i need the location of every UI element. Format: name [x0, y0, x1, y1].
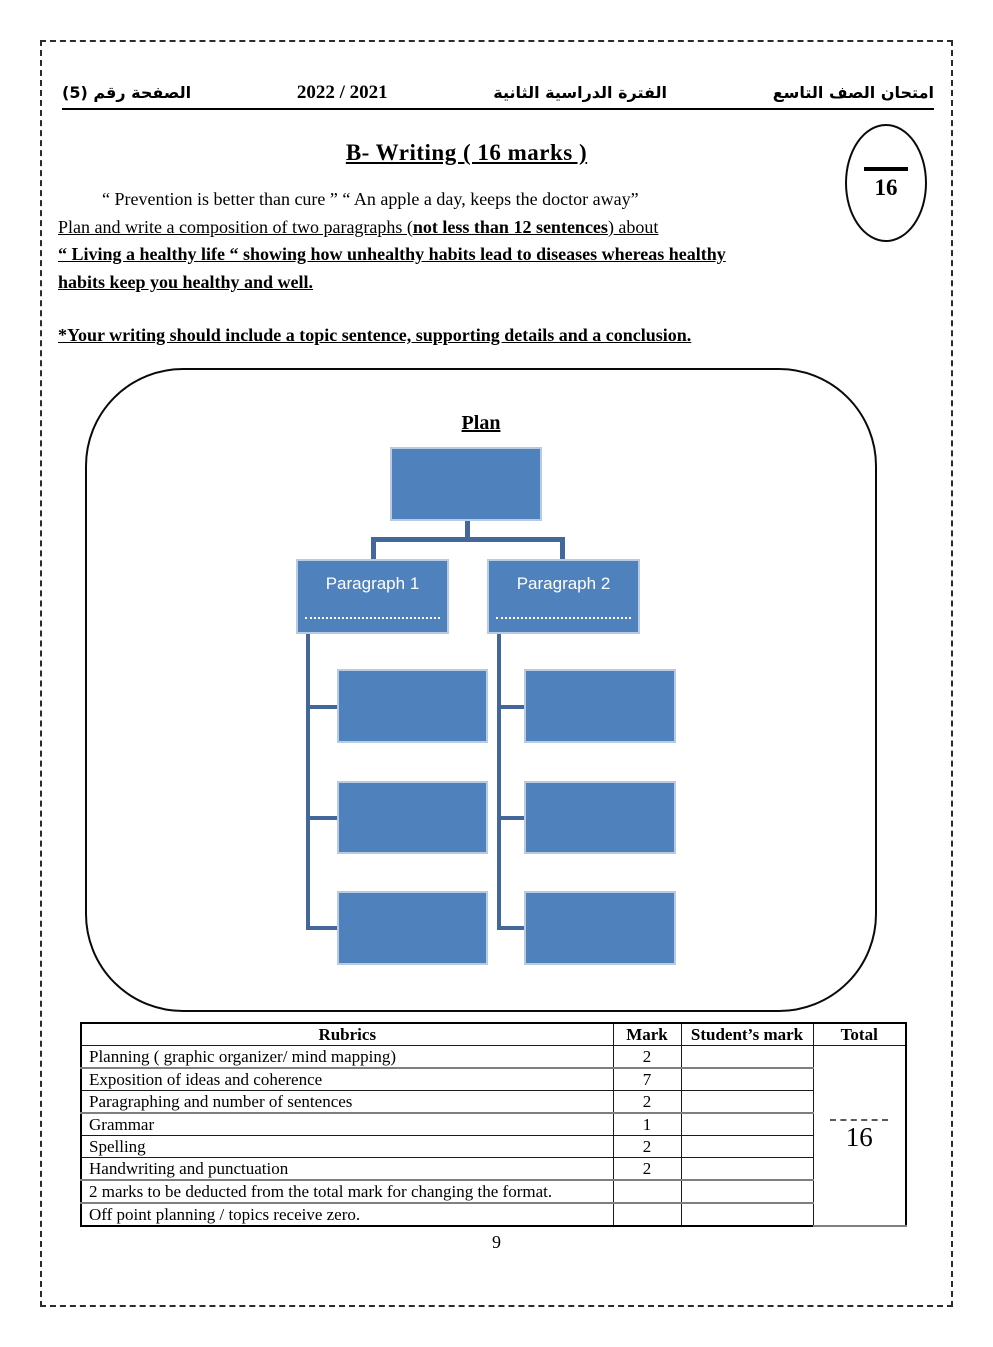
- table-row: Paragraphing and number of sentences 2: [80, 1090, 906, 1114]
- table-row: Off point planning / topics receive zero…: [80, 1202, 906, 1227]
- table-row: Exposition of ideas and coherence 7: [80, 1067, 906, 1091]
- table-row: 2 marks to be deducted from the total ma…: [80, 1179, 906, 1204]
- connector-horizontal-bar: [371, 537, 565, 542]
- header-year: 2022 / 2021: [296, 82, 388, 103]
- student-mark-cell: [680, 1112, 814, 1136]
- rubric-label: Handwriting and punctuation: [80, 1157, 614, 1181]
- table-row: Handwriting and punctuation 2: [80, 1157, 906, 1181]
- rubric-label: 2 marks to be deducted from the total ma…: [80, 1179, 614, 1204]
- paragraph1-label: Paragraph 1: [325, 574, 420, 593]
- table-row: Planning ( graphic organizer/ mind mappi…: [80, 1045, 907, 1227]
- p2-idea-box-2: [524, 781, 676, 854]
- header-term: الفترة الدراسية الثانية: [493, 83, 668, 102]
- table-row: Grammar 1: [80, 1112, 906, 1136]
- instruction-line: Plan and write a composition of two para…: [58, 216, 659, 237]
- paragraph2-box: Paragraph 2: [487, 559, 640, 634]
- col-header-total: Total: [812, 1022, 907, 1046]
- student-mark-cell: [680, 1045, 814, 1069]
- p2-stub-2: [497, 816, 526, 820]
- writing-instructions: “ Prevention is better than cure ” “ An …: [58, 186, 950, 350]
- total-value: 16: [845, 1121, 873, 1152]
- p1-stub-3: [306, 926, 338, 930]
- paragraph2-hanging-line: [497, 634, 501, 930]
- plan-organizer-frame: Plan Paragraph 1 Paragraph 2: [85, 368, 877, 1012]
- p2-idea-box-1: [524, 669, 676, 743]
- col-header-rubrics: Rubrics: [80, 1022, 614, 1046]
- quote-line: “ Prevention is better than cure ” “ An …: [102, 189, 639, 209]
- student-mark-cell: [680, 1090, 814, 1114]
- rubric-label: Exposition of ideas and coherence: [80, 1067, 614, 1091]
- paragraph1-box: Paragraph 1: [296, 559, 449, 634]
- student-mark-cell: [680, 1067, 814, 1091]
- p1-idea-box-2: [337, 781, 488, 854]
- score-ellipse: 16: [845, 124, 927, 242]
- total-cell: 16: [812, 1045, 907, 1227]
- rubric-mark: 2: [612, 1157, 682, 1181]
- plan-title: Plan: [461, 412, 501, 434]
- p2-stub-3: [497, 926, 526, 930]
- rubrics-header-row: Rubrics Mark Student’s mark Total: [80, 1022, 907, 1046]
- p1-stub-1: [306, 705, 338, 709]
- score-line: [864, 167, 908, 171]
- student-mark-cell: [680, 1135, 814, 1158]
- rubric-label: Planning ( graphic organizer/ mind mappi…: [80, 1045, 614, 1069]
- p1-stub-2: [306, 816, 338, 820]
- p2-idea-box-3: [524, 891, 676, 965]
- rubric-label: Grammar: [80, 1112, 614, 1136]
- p1-idea-box-1: [337, 669, 488, 743]
- student-mark-cell: [680, 1179, 814, 1204]
- paragraph1-dotted-line: [305, 617, 440, 619]
- connector-top-stub: [465, 521, 470, 539]
- rubric-label: Spelling: [80, 1135, 614, 1158]
- rubrics-table: Rubrics Mark Student’s mark Total Planni…: [80, 1022, 907, 1227]
- header-exam-title: امتحان الصف التاسع: [772, 83, 934, 102]
- p1-idea-box-3: [337, 891, 488, 965]
- rubric-mark: 2: [612, 1090, 682, 1114]
- exam-header: الصفحة رقم (5) 2022 / 2021 الفترة الدراس…: [62, 82, 934, 110]
- plan-topic-box: [390, 447, 542, 521]
- page-number: 9: [492, 1232, 501, 1252]
- p2-stub-1: [497, 705, 526, 709]
- section-title: B- Writing ( 16 marks ): [345, 140, 588, 165]
- table-row: Spelling 2: [80, 1135, 906, 1158]
- rubric-mark: [612, 1202, 682, 1227]
- paragraph2-label: Paragraph 2: [516, 574, 611, 593]
- rubric-mark: 2: [612, 1045, 682, 1069]
- header-page-label: الصفحة رقم (5): [62, 83, 192, 102]
- rubric-mark: 7: [612, 1067, 682, 1091]
- topic-line-2: habits keep you healthy and well.: [58, 271, 314, 292]
- writing-note: *Your writing should include a topic sen…: [58, 325, 692, 345]
- student-mark-cell: [680, 1157, 814, 1181]
- paragraph1-hanging-line: [306, 634, 310, 930]
- rubric-label: Paragraphing and number of sentences: [80, 1090, 614, 1114]
- col-header-student-mark: Student’s mark: [680, 1022, 814, 1046]
- connector-left-drop: [371, 537, 376, 560]
- col-header-mark: Mark: [612, 1022, 682, 1046]
- paragraph2-dotted-line: [496, 617, 631, 619]
- rubric-mark: 1: [612, 1112, 682, 1136]
- rubric-mark: [612, 1179, 682, 1204]
- rubric-mark: 2: [612, 1135, 682, 1158]
- connector-right-drop: [560, 537, 565, 560]
- topic-line-1: “ Living a healthy life “ showing how un…: [58, 244, 726, 264]
- total-dashed-line: [830, 1118, 889, 1121]
- student-mark-cell: [680, 1202, 814, 1227]
- score-value: 16: [874, 175, 898, 200]
- rubric-label: Off point planning / topics receive zero…: [80, 1202, 614, 1227]
